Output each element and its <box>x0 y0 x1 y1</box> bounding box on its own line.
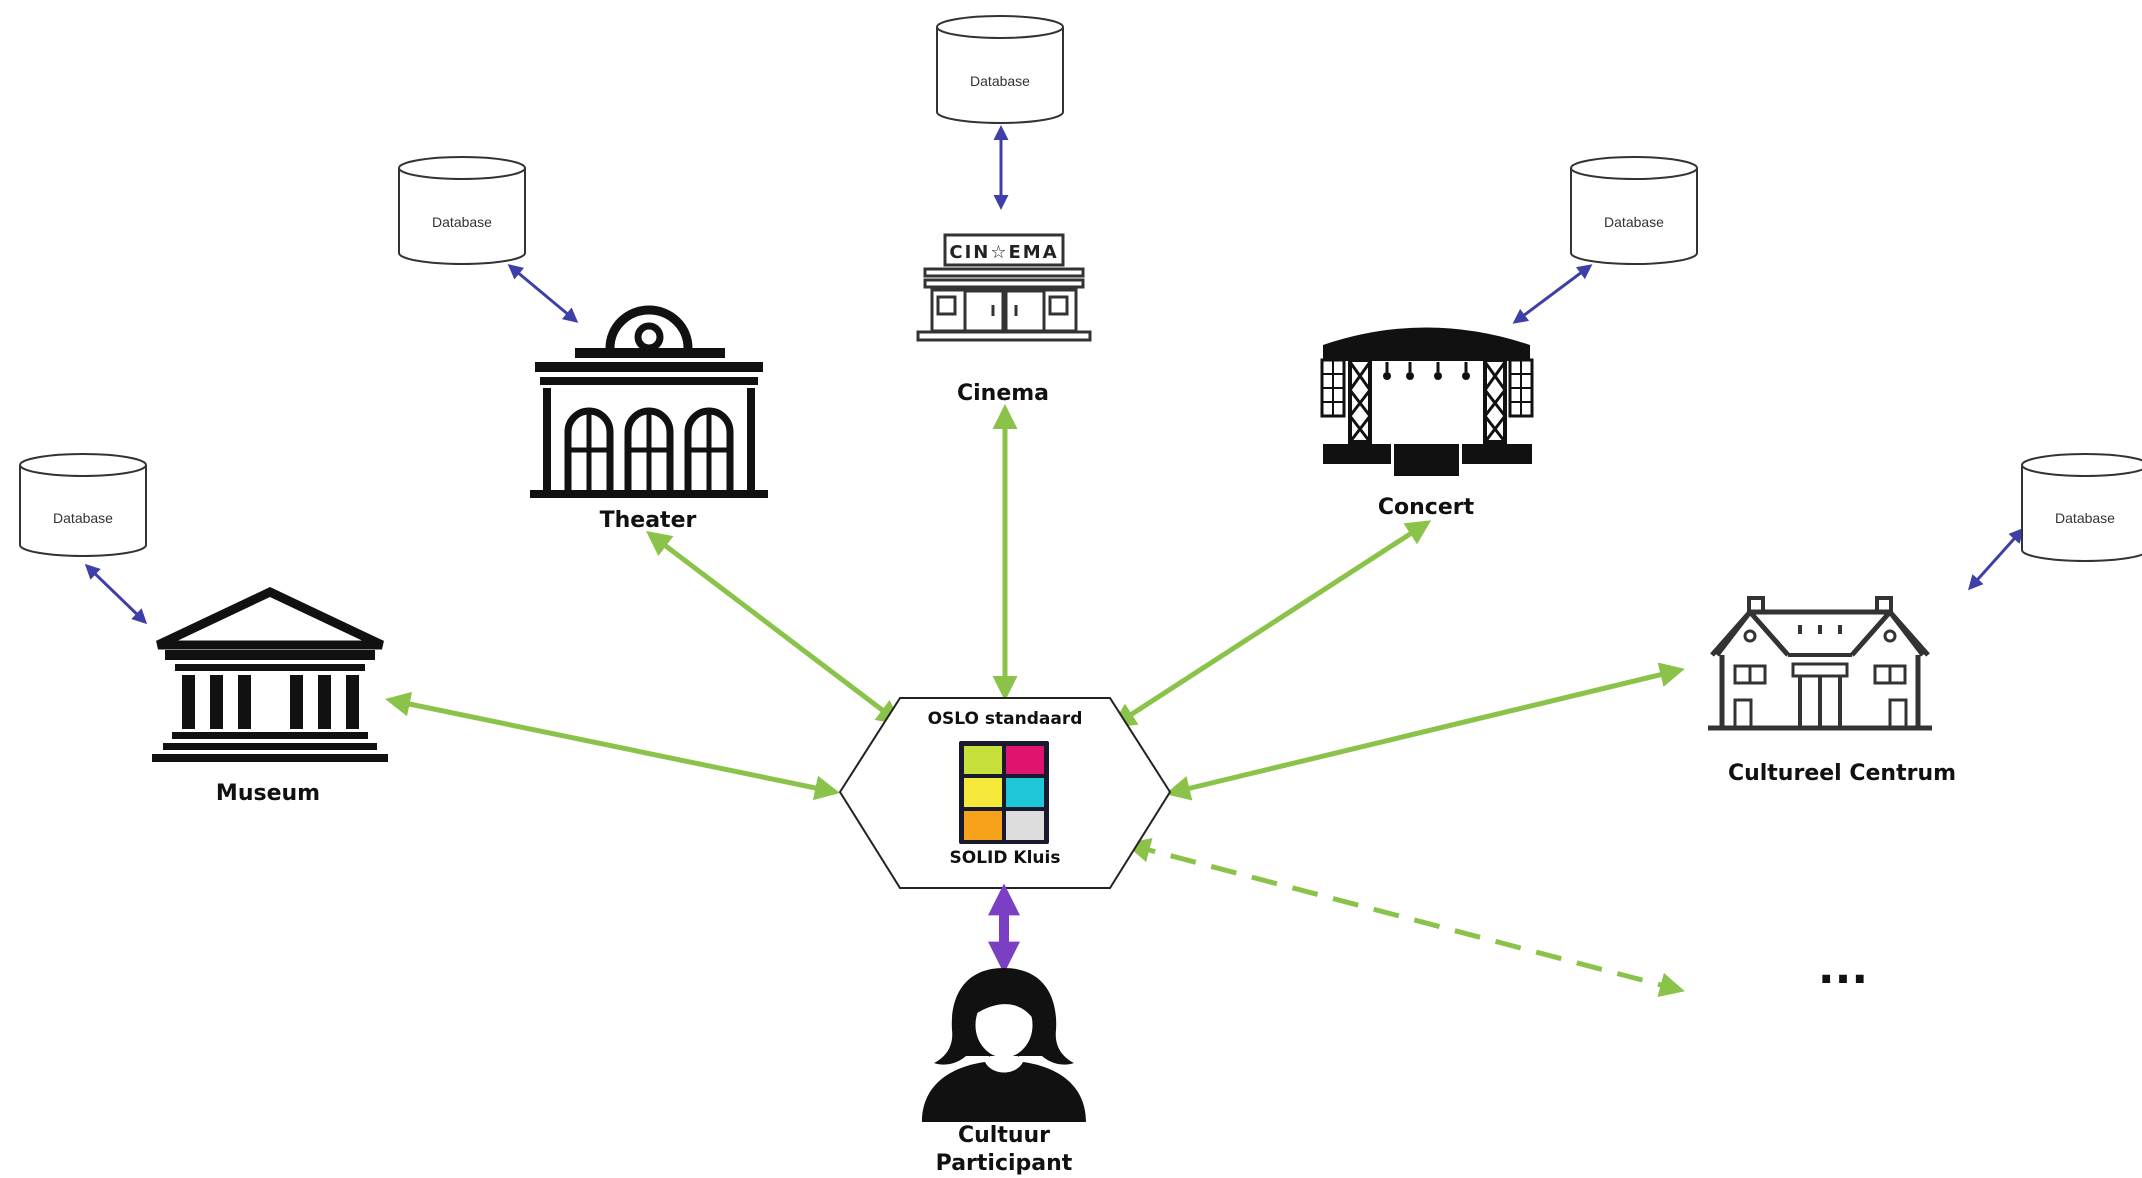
hub-top-label: OSLO standaard <box>928 709 1083 729</box>
green-connectors <box>385 404 1685 997</box>
participant-label-line1: Cultuur <box>958 1123 1050 1148</box>
database-concert-label: Database <box>1604 214 1664 230</box>
link-db-theater <box>507 264 579 323</box>
link-db-cultural-centre <box>1967 527 2025 591</box>
database-connectors <box>84 125 2025 625</box>
link-hub-cultural-centre <box>1165 662 1685 801</box>
concert-label: Concert <box>1378 495 1475 520</box>
logo-tile-2 <box>1006 746 1044 774</box>
hub-hexagon: OSLO standaard SOLID Kluis <box>838 697 1172 889</box>
building-icon <box>1708 596 1932 731</box>
logo-tile-4 <box>1006 778 1044 807</box>
logo-tile-3 <box>964 778 1002 807</box>
cultural-centre-label: Cultureel Centrum <box>1728 761 1956 786</box>
link-db-concert <box>1512 264 1593 324</box>
cinema-icon: CIN☆EMA <box>916 233 1092 342</box>
database-theater: Database <box>398 156 526 265</box>
participant-label-line2: Participant <box>936 1151 1073 1176</box>
database-concert: Database <box>1570 156 1698 265</box>
database-cinema-label: Database <box>970 73 1030 89</box>
museum-label: Museum <box>216 781 320 806</box>
database-cultural-centre: Database <box>2021 453 2142 562</box>
database-cinema: Database <box>936 15 1064 124</box>
link-hub-museum <box>385 691 840 801</box>
link-hub-more-dashed <box>1125 838 1685 997</box>
theater-label: Theater <box>600 508 697 533</box>
logo-tile-6 <box>1006 811 1044 840</box>
logo-tile-1 <box>964 746 1002 774</box>
link-hub-concert <box>1110 520 1432 728</box>
stage-icon <box>1320 327 1534 476</box>
cinema-sign-text: CIN☆EMA <box>949 242 1058 263</box>
database-museum: Database <box>19 453 147 557</box>
solid-vault-logo <box>959 741 1049 844</box>
database-cultural-centre-label: Database <box>2055 510 2115 526</box>
person-icon <box>922 968 1086 1122</box>
theater-icon <box>530 305 768 498</box>
link-db-museum <box>84 563 148 625</box>
museum-icon <box>152 587 388 762</box>
database-theater-label: Database <box>432 214 492 230</box>
logo-tile-5 <box>964 811 1002 840</box>
link-hub-theater <box>646 530 902 726</box>
cinema-label: Cinema <box>957 381 1049 406</box>
database-museum-label: Database <box>53 510 113 526</box>
more-ellipsis: ... <box>1818 943 1868 994</box>
hub-bottom-label: SOLID Kluis <box>950 848 1061 868</box>
